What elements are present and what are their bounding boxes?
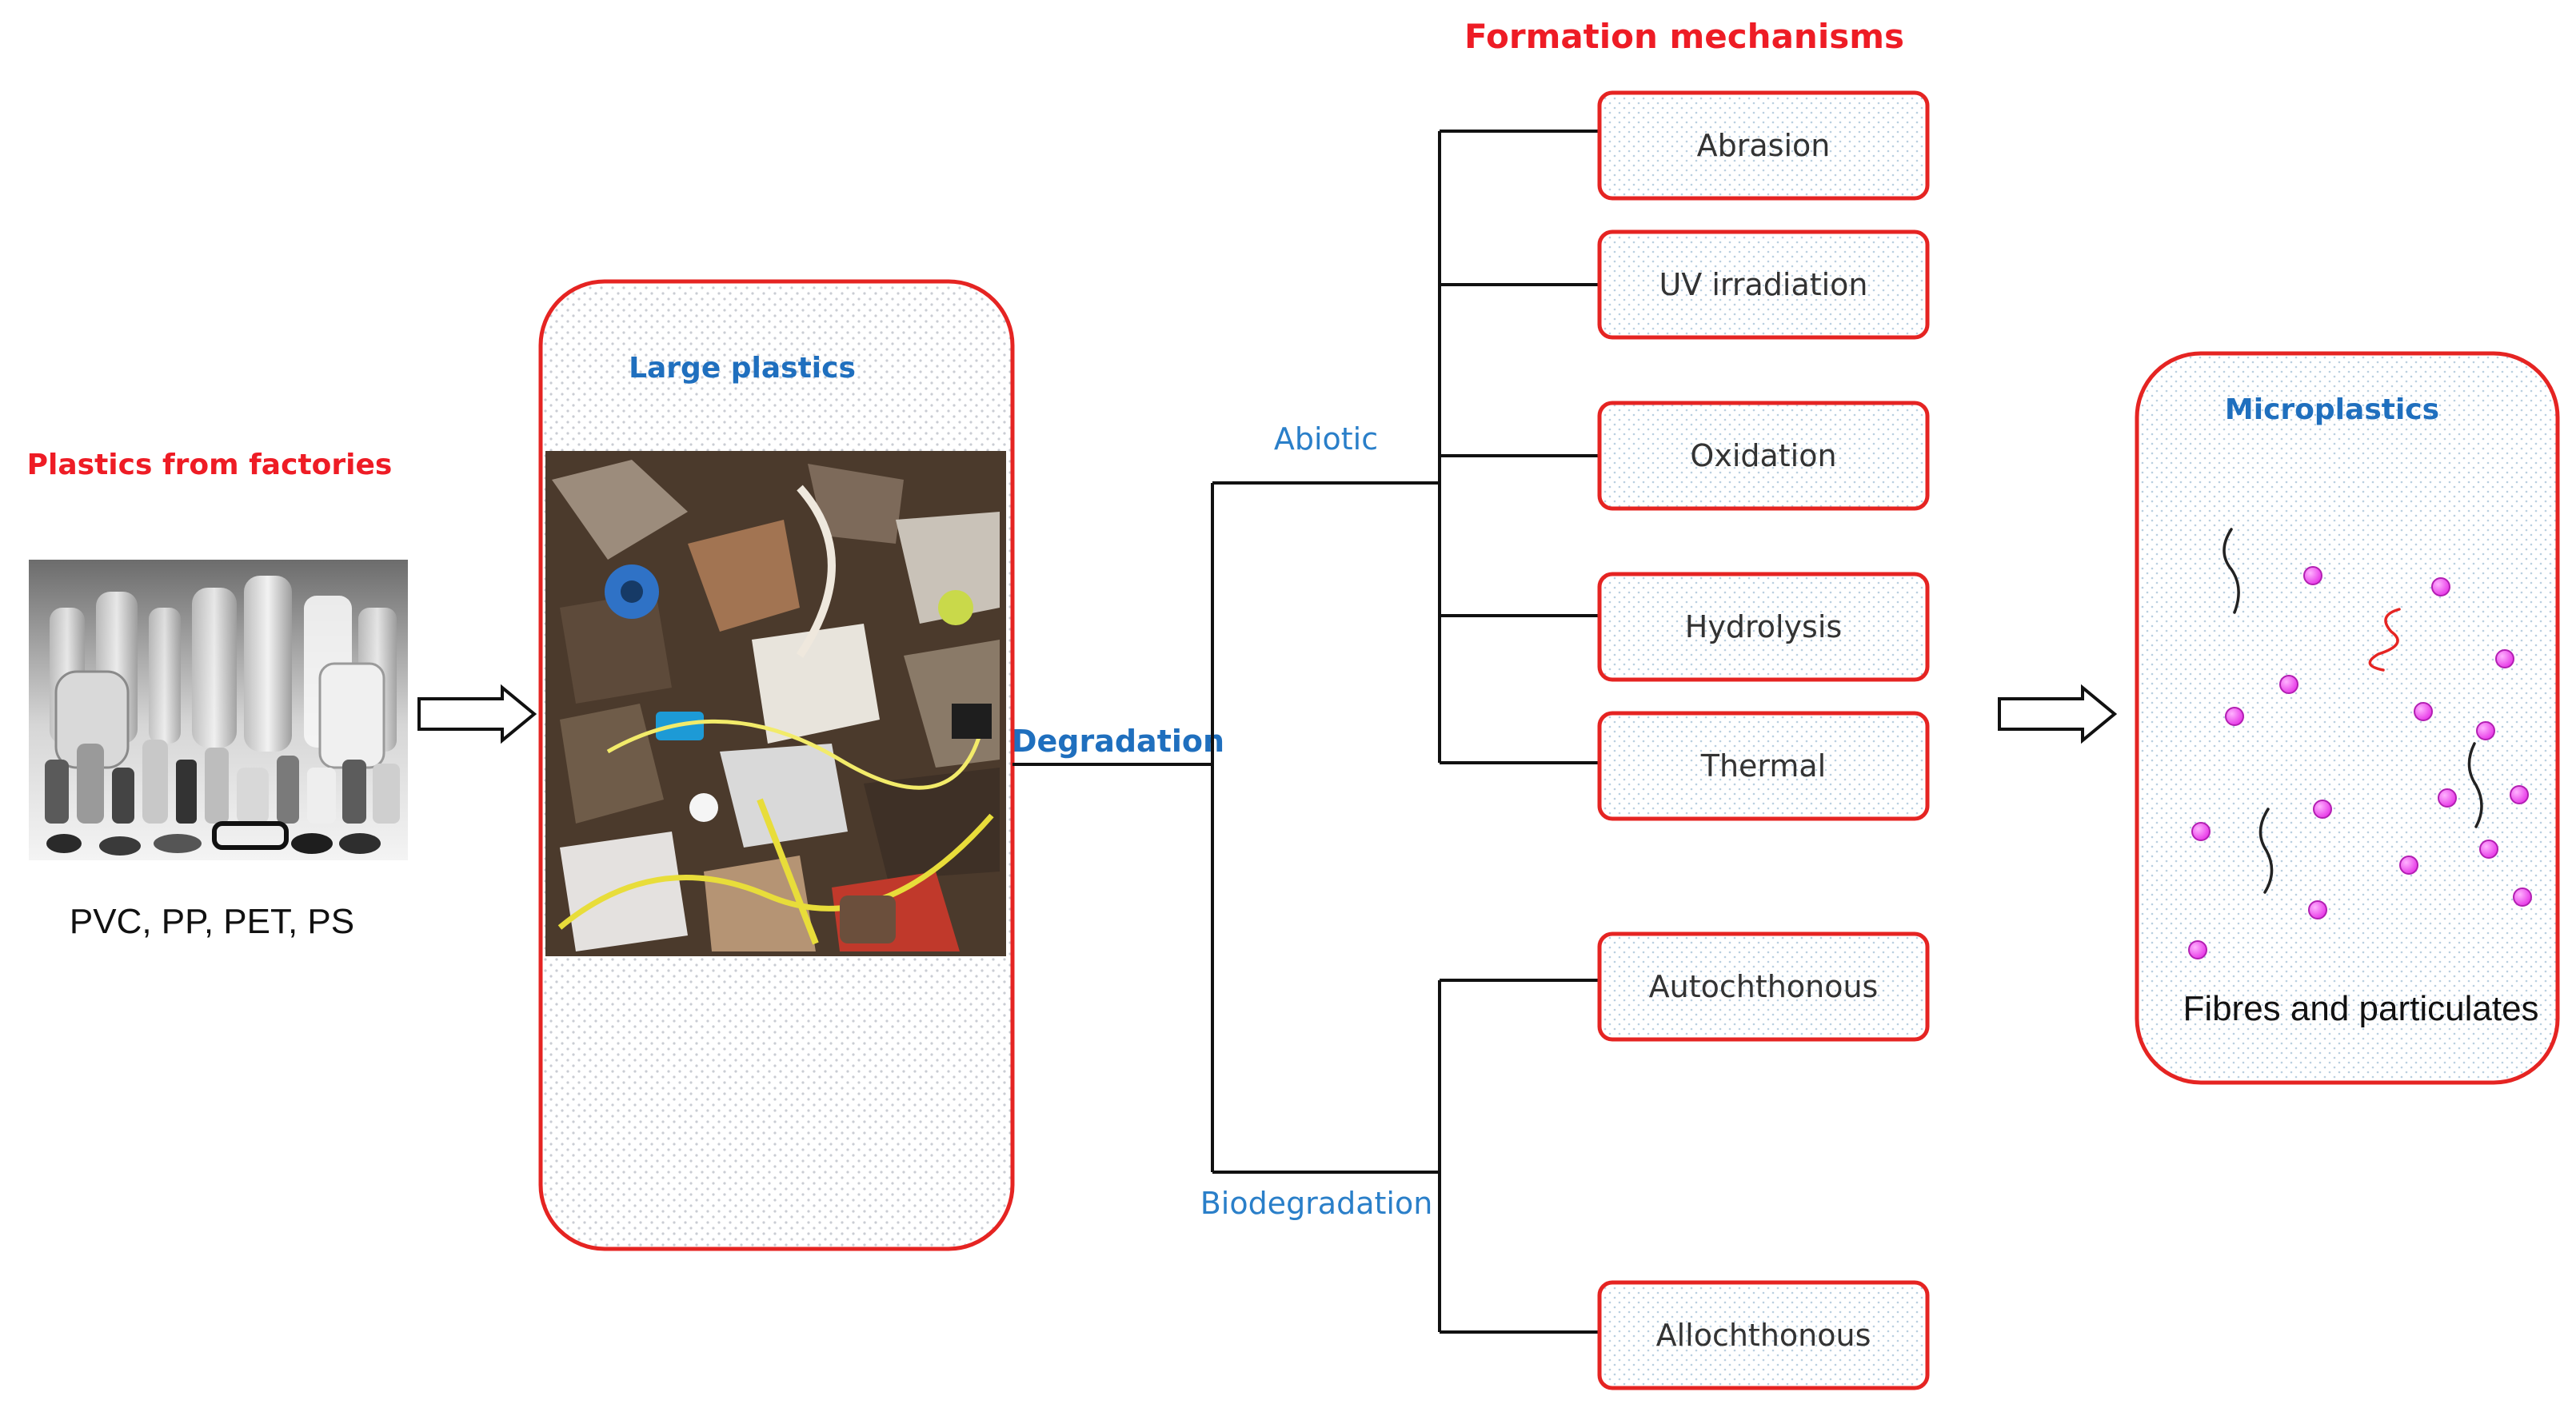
degradation-label: Degradation bbox=[1012, 724, 1224, 759]
mechanism-label: Allochthonous bbox=[1656, 1318, 1871, 1353]
fibre bbox=[2223, 528, 2240, 614]
particle bbox=[2225, 707, 2244, 726]
particle bbox=[2479, 840, 2498, 859]
particle bbox=[2431, 577, 2450, 596]
particle bbox=[2303, 566, 2322, 585]
microplastic-particles bbox=[2188, 566, 2532, 959]
particle bbox=[2414, 702, 2433, 721]
mechanism-box-thermal: Thermal bbox=[1597, 711, 1930, 821]
mechanism-box-uv-irradiation: UV irradiation bbox=[1597, 229, 1930, 340]
particle bbox=[2510, 785, 2529, 804]
mechanism-label: Abrasion bbox=[1697, 128, 1831, 163]
abiotic-label: Abiotic bbox=[1274, 421, 1378, 457]
factory-plastics-photo bbox=[29, 560, 408, 860]
fibre bbox=[2368, 608, 2401, 672]
particle bbox=[2188, 940, 2207, 959]
microplastics-caption: Fibres and particulates bbox=[2183, 989, 2538, 1028]
plastic-debris-photo bbox=[545, 451, 1006, 956]
particle bbox=[2476, 721, 2495, 740]
mechanism-box-allochthonous: Allochthonous bbox=[1597, 1280, 1930, 1390]
mechanism-label: Hydrolysis bbox=[1685, 609, 1842, 644]
particle bbox=[2399, 856, 2418, 875]
mechanism-box-hydrolysis: Hydrolysis bbox=[1597, 572, 1930, 682]
fibre bbox=[2467, 742, 2483, 828]
source-title: Plastics from factories bbox=[27, 449, 393, 481]
mechanism-box-autochthonous: Autochthonous bbox=[1597, 931, 1930, 1042]
particle bbox=[2313, 800, 2332, 819]
arrow-to-microplastics bbox=[1998, 684, 2118, 744]
microplastics-title: Microplastics bbox=[2225, 393, 2439, 426]
mechanism-label: UV irradiation bbox=[1659, 267, 1867, 302]
particle bbox=[2495, 649, 2514, 668]
microplastics-box bbox=[2135, 351, 2560, 1085]
particle bbox=[2279, 675, 2298, 694]
mechanism-label: Oxidation bbox=[1690, 438, 1836, 473]
mechanism-label: Thermal bbox=[1700, 748, 1827, 784]
biodegradation-label: Biodegradation bbox=[1200, 1186, 1433, 1221]
arrow-to-large-plastics bbox=[417, 684, 537, 744]
particle bbox=[2513, 888, 2532, 907]
particle bbox=[2438, 788, 2457, 808]
fibre bbox=[2258, 808, 2274, 894]
mechanism-label: Autochthonous bbox=[1649, 969, 1879, 1004]
plastic-types: PVC, PP, PET, PS bbox=[70, 902, 354, 941]
mechanism-box-abrasion: Abrasion bbox=[1597, 90, 1930, 201]
particle bbox=[2191, 822, 2211, 841]
large-plastics-title: Large plastics bbox=[629, 352, 856, 385]
microplastic-fibres bbox=[2223, 528, 2483, 894]
mechanism-box-oxidation: Oxidation bbox=[1597, 401, 1930, 511]
particle bbox=[2308, 900, 2327, 919]
tree-connectors bbox=[1012, 130, 1598, 1334]
formation-mechanisms-title: Formation mechanisms bbox=[1464, 17, 1904, 56]
